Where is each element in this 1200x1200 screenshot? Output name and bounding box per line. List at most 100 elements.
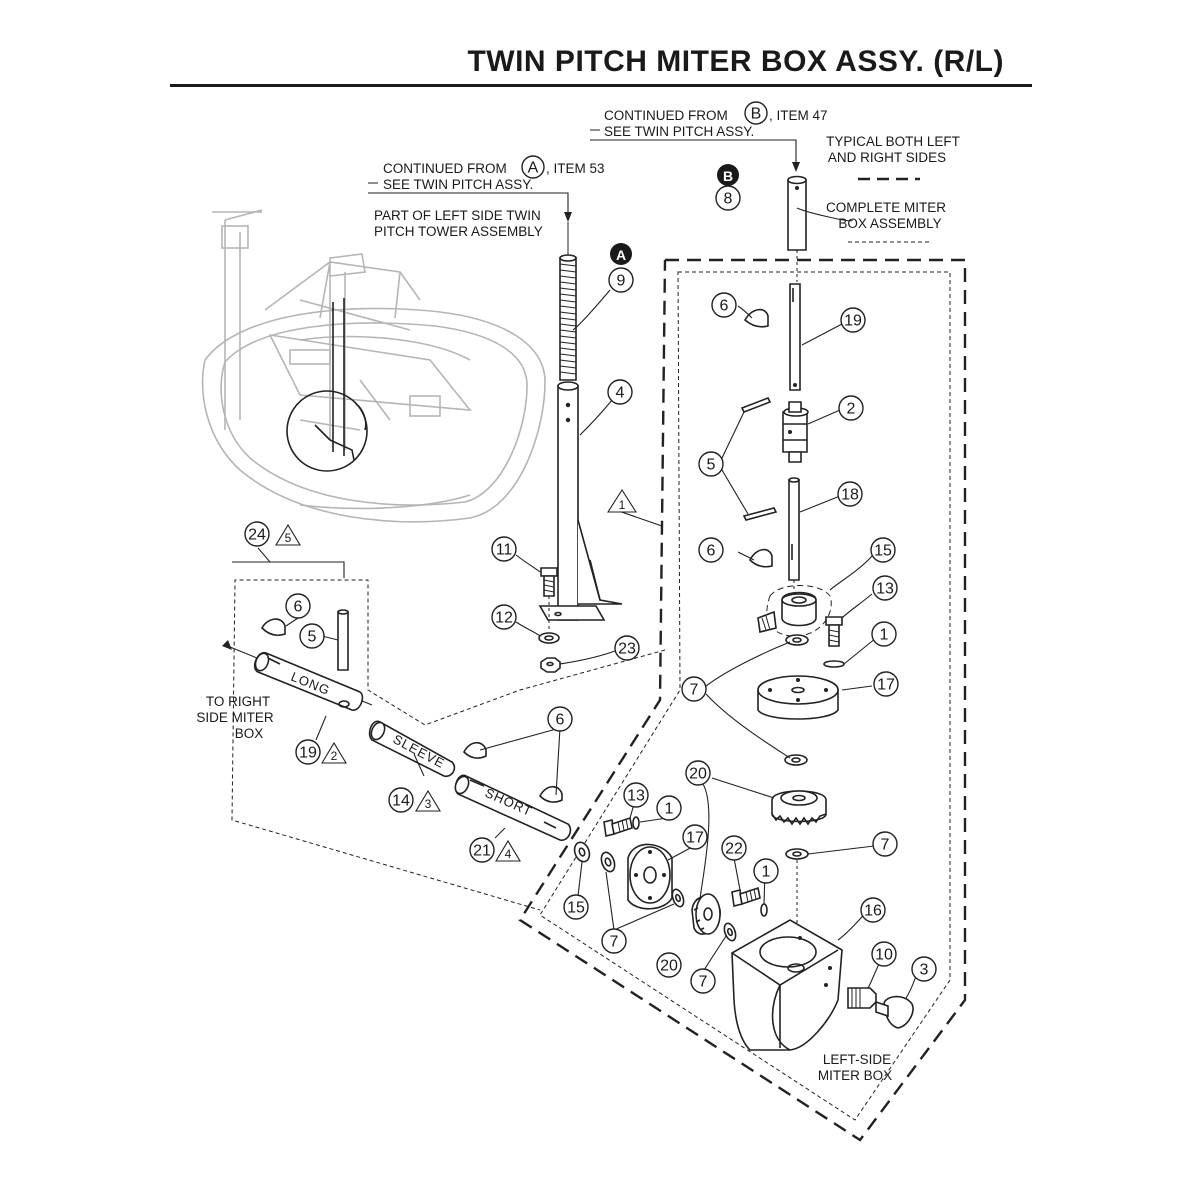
diagram-text: SIDE MITER: [196, 710, 274, 725]
diagram-text: , ITEM 47: [769, 108, 828, 123]
marker-a: A: [610, 243, 632, 265]
diagram-text: BOX ASSEMBLY: [838, 216, 941, 231]
diagram-text: 7: [881, 837, 890, 854]
diagram-text: PITCH TOWER ASSEMBLY: [374, 224, 543, 239]
diagram-text: 19: [299, 745, 317, 762]
complete-miter-box-boundary: [539, 271, 951, 1121]
callout-12: 12: [491, 604, 517, 630]
callout-22: 22: [721, 835, 747, 861]
diagram-text: PART OF LEFT SIDE TWIN: [374, 208, 541, 223]
diagram-text: 15: [567, 900, 585, 917]
diagram-text: 5: [308, 629, 317, 646]
triangle-note-3: 3: [415, 789, 441, 812]
diagram-text: LEFT-SIDE: [823, 1052, 891, 1067]
callout-1-upper: 1: [871, 621, 897, 647]
callout-24: 24: [244, 521, 270, 547]
callout-10: 10: [871, 941, 897, 967]
diagram-text: CONTINUED FROM: [383, 161, 507, 176]
diagram-text: 21: [473, 843, 491, 860]
callout-8: 8: [715, 185, 741, 211]
diagram-text: 10: [875, 947, 893, 964]
callout-21: 21: [469, 837, 495, 863]
callout-7-lower-left: 7: [601, 928, 627, 954]
callout-1-right: 1: [753, 858, 779, 884]
diagram-text: 11: [496, 542, 513, 559]
left-side-miter-box-note: LEFT-SIDE MITER BOX: [818, 1052, 892, 1083]
callout-7-upper: 7: [681, 676, 707, 702]
callout-14: 14: [388, 787, 414, 813]
diagram-text: 6: [294, 599, 303, 616]
marker-b: B: [717, 164, 739, 186]
diagram-text: 5: [285, 531, 292, 545]
diagram-text: TO RIGHT: [206, 694, 270, 709]
callout-20-lower: 20: [656, 952, 682, 978]
diagram-text: B: [751, 106, 762, 123]
diagram-text: 13: [627, 788, 645, 805]
tower-assembly-note: PART OF LEFT SIDE TWIN PITCH TOWER ASSEM…: [374, 208, 543, 239]
callout-15-lower: 15: [563, 894, 589, 920]
diagram-text: 20: [689, 766, 707, 783]
diagram-text: A: [616, 247, 626, 263]
machine-overview-inset: [201, 209, 546, 523]
tower-link-boundary: [231, 579, 666, 911]
diagram-text: AND RIGHT SIDES: [828, 150, 946, 165]
leader-lines: [232, 207, 921, 999]
legend: TYPICAL BOTH LEFT AND RIGHT SIDES COMPLE…: [826, 134, 960, 243]
diagram-text: 14: [392, 793, 410, 810]
diagram-text: 1: [880, 627, 889, 644]
callout-1-lower: 1: [656, 795, 682, 821]
diagram-text: 8: [724, 191, 733, 208]
page-title: TWIN PITCH MITER BOX ASSY. (R/L): [467, 45, 1004, 78]
diagram-text: 4: [505, 847, 512, 861]
diagram-text: 1: [619, 498, 626, 512]
callout-2: 2: [838, 395, 864, 421]
diagram-text: 23: [618, 641, 636, 658]
diagram-text: 7: [690, 682, 699, 699]
triangle-note-2: 2: [321, 741, 347, 764]
diagram-text: 1: [665, 801, 674, 818]
triangle-note-5: 5: [275, 523, 301, 546]
diagram-text: 3: [425, 797, 432, 811]
callout-13-upper: 13: [872, 575, 898, 601]
diagram-text: 12: [495, 610, 513, 627]
diagram-text: 5: [707, 457, 716, 474]
callout-19-lower: 19: [295, 739, 321, 765]
callout-4: 4: [607, 379, 633, 405]
diagram-text: , ITEM 53: [546, 161, 605, 176]
diagram-text: 2: [847, 401, 856, 418]
miter-box-stack: [731, 175, 914, 1051]
diagram-text: 17: [686, 830, 704, 847]
diagram-text: 6: [556, 712, 565, 729]
diagram-text: 22: [725, 841, 743, 858]
callout-7-mid: 7: [872, 831, 898, 857]
callout-6-upper: 6: [711, 292, 737, 318]
continued-from-a-note: CONTINUED FROM A , ITEM 53 SEE TWIN PITC…: [368, 155, 605, 222]
to-right-side-note: TO RIGHT SIDE MITER BOX: [196, 694, 274, 741]
callout-18: 18: [837, 481, 863, 507]
inset-magnifier-circle: [286, 390, 368, 472]
callout-19-upper: 19: [840, 307, 866, 333]
diagram-text: 6: [720, 298, 729, 315]
diagram-text: 13: [876, 581, 894, 598]
callout-5-left: 5: [299, 623, 325, 649]
diagram-text: TYPICAL BOTH LEFT: [826, 134, 960, 149]
diagram-text: 7: [699, 974, 708, 991]
callout-16: 16: [860, 897, 886, 923]
diagram-text: 4: [616, 385, 625, 402]
diagram-text: 7: [610, 934, 619, 951]
triangle-note-4: 4: [495, 839, 521, 862]
diagram-text: 16: [864, 903, 882, 920]
diagram-text: SEE TWIN PITCH ASSY.: [604, 124, 754, 139]
cross-shaft-parts: [222, 609, 768, 942]
tower-parts: [538, 222, 623, 673]
diagram-text: A: [528, 160, 539, 177]
callout-13-lower: 13: [623, 782, 649, 808]
diagram-text: 15: [874, 543, 892, 560]
callout-6-right: 6: [547, 706, 573, 732]
diagram-text: 17: [877, 677, 895, 694]
callout-11: 11: [491, 536, 517, 562]
diagram-text: 1: [762, 864, 771, 881]
diagram-text: BOX: [235, 726, 264, 741]
diagram-text: 24: [248, 527, 266, 544]
